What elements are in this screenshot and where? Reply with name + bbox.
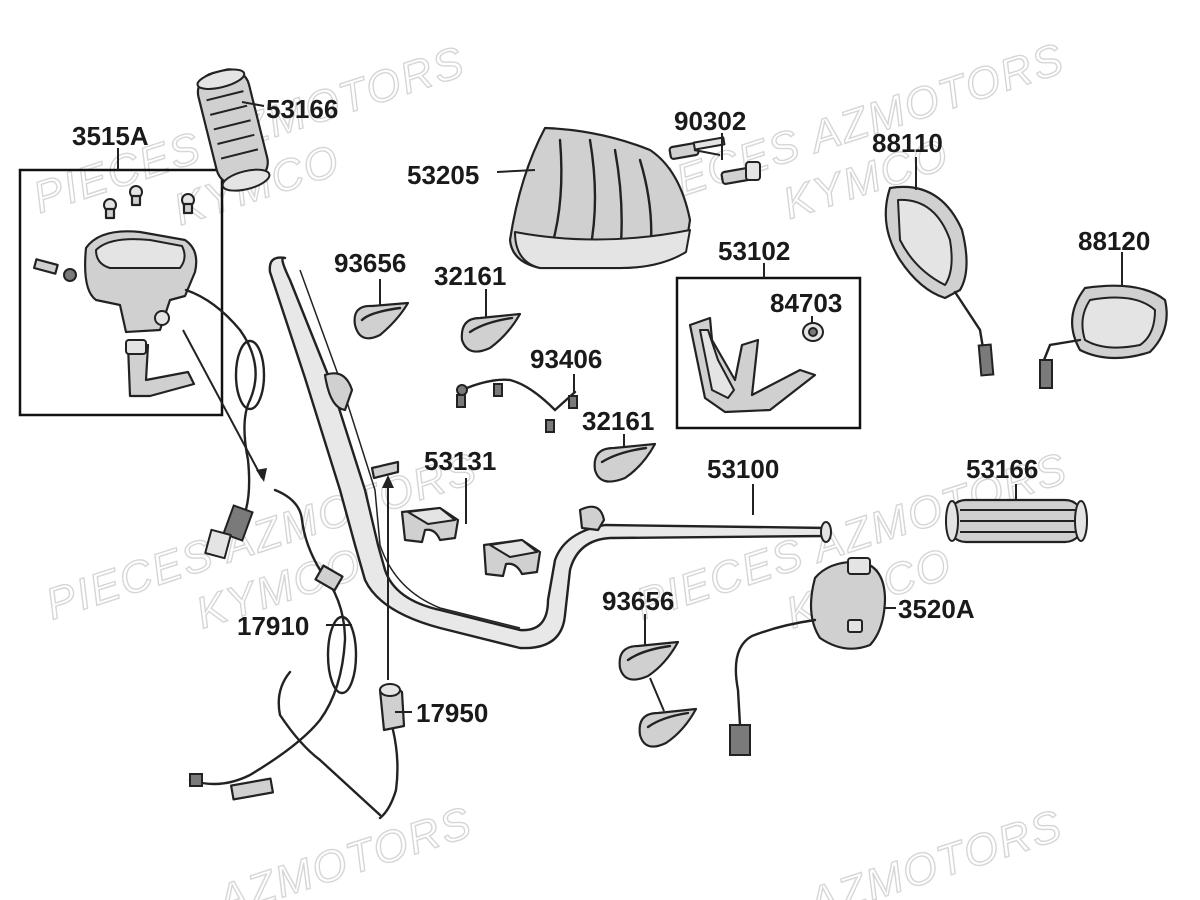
bracket-assembly[interactable] — [675, 276, 862, 430]
part-label-88110: 88110 — [872, 128, 943, 158]
assembly-box — [675, 276, 862, 430]
part-label-53166: 53166 — [266, 94, 338, 124]
part-label-32161: 32161 — [582, 406, 654, 436]
part-label-53166: 53166 — [966, 454, 1038, 484]
part-label-3515A: 3515A — [72, 121, 149, 151]
cable-clamp — [593, 442, 657, 483]
part-label-88120: 88120 — [1078, 226, 1150, 256]
handlebar[interactable] — [268, 256, 832, 650]
left-switch-assembly[interactable] — [18, 168, 266, 560]
part-label-53100: 53100 — [707, 454, 779, 484]
part-labels: 3515A 53166 53205 90302 88110 88120 9365… — [72, 94, 1150, 728]
right-mirror[interactable] — [1039, 284, 1168, 389]
part-label-53102: 53102 — [718, 236, 790, 266]
watermark-text: AZMOTORS — [209, 798, 479, 900]
bolt-icon — [668, 136, 761, 185]
brake-lever — [126, 343, 196, 398]
part-label-93656: 93656 — [334, 248, 406, 278]
part-label-93406: 93406 — [530, 344, 602, 374]
watermark-text: AZMOTORS — [799, 801, 1069, 900]
part-label-17910: 17910 — [237, 611, 309, 641]
cable-clamp — [353, 301, 410, 340]
part-label-90302: 90302 — [674, 106, 746, 136]
handlebar-holder[interactable] — [400, 506, 542, 578]
assembly-box — [18, 168, 224, 417]
part-label-93656: 93656 — [602, 586, 674, 616]
part-label-17950: 17950 — [416, 698, 488, 728]
windscreen[interactable] — [508, 126, 692, 270]
part-label-53131: 53131 — [424, 446, 496, 476]
right-grip[interactable] — [945, 498, 1088, 544]
right-switch[interactable] — [729, 557, 887, 756]
cable-tie — [456, 378, 578, 433]
left-mirror[interactable] — [884, 185, 995, 377]
part-label-84703: 84703 — [770, 288, 842, 318]
leader-lines — [117, 101, 1123, 713]
part-label-53205: 53205 — [407, 160, 479, 190]
cable-assembly[interactable] — [378, 475, 406, 820]
part-label-32161: 32161 — [434, 261, 506, 291]
cable-clamp — [618, 640, 698, 748]
left-grip[interactable] — [194, 65, 274, 195]
part-label-3520A: 3520A — [898, 594, 975, 624]
throttle-cable[interactable] — [188, 488, 382, 817]
screw-icon — [32, 185, 195, 282]
cable-clamp — [460, 312, 522, 353]
